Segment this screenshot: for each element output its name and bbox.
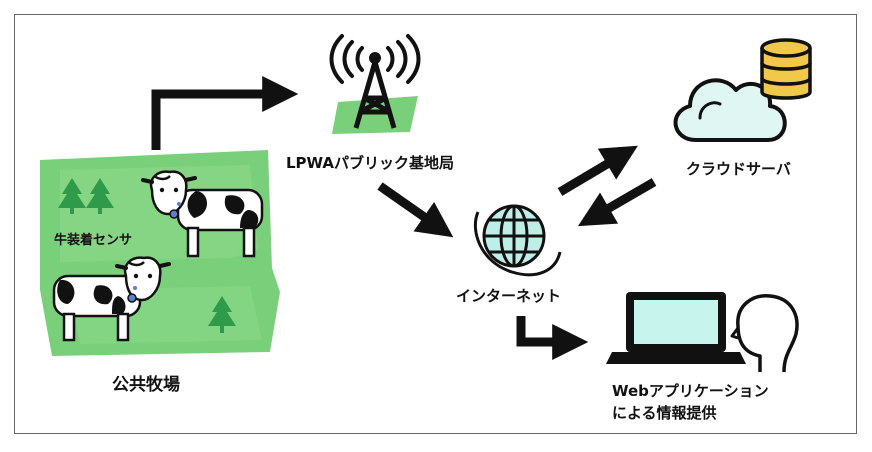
- internet-label: インターネット: [456, 287, 562, 305]
- arrow-internet-to-server: [557, 145, 638, 196]
- web-app-label-line1: Webアプリケーション: [612, 382, 769, 400]
- base-station-label: LPWAパブリック基地局: [286, 154, 455, 172]
- tree-icon: [86, 178, 114, 214]
- cloud-server-label: クラウドサーバ: [686, 160, 791, 178]
- antenna-tower-icon: [329, 34, 421, 134]
- arrow-farm-to-station: [151, 76, 299, 150]
- cloud-icon: [673, 78, 787, 142]
- arrow-server-to-internet: [577, 178, 657, 227]
- sensor-label: 牛装着センサ: [54, 233, 133, 248]
- person-head-icon: [730, 294, 799, 373]
- database-icon: [760, 38, 812, 100]
- cow-icon: [141, 170, 264, 258]
- web-app-label-line2: による情報提供: [612, 404, 717, 422]
- arrow-internet-to-laptop: [516, 316, 589, 360]
- farm-label: 公共牧場: [112, 375, 180, 395]
- tree-icon: [58, 178, 86, 214]
- globe-icon: [473, 204, 562, 277]
- tree-icon: [208, 296, 236, 333]
- cow-icon: [52, 256, 171, 342]
- arrow-station-to-internet: [377, 182, 454, 238]
- laptop-icon: [606, 292, 746, 364]
